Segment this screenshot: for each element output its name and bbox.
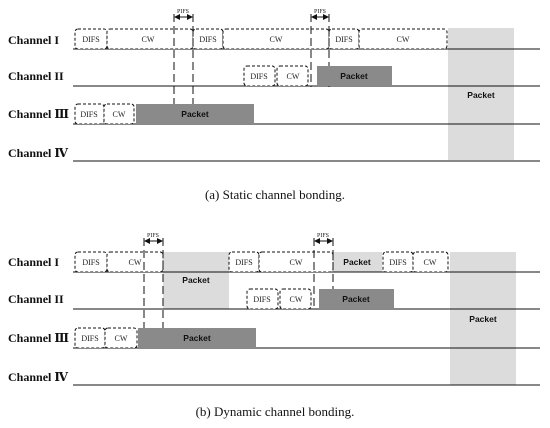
dynamic-ch1-difs-label-2: DIFS — [235, 258, 252, 267]
dynamic-ch3-packet — [138, 328, 256, 348]
static-ch3-difs-label: DIFS — [80, 110, 97, 119]
static-ch1-cw-label-1: CW — [142, 35, 155, 44]
dynamic-ch2-cw-box — [279, 288, 312, 310]
dynamic-ch2-packet — [319, 289, 394, 309]
static-ch1-cw-box-3 — [358, 28, 448, 50]
dynamic-ch3-cw-label: CW — [115, 334, 128, 343]
static-ch1-difs-label-3: DIFS — [335, 35, 352, 44]
static-channel-2-label: Channel II — [8, 69, 64, 83]
static-ch1-cw-label-2: CW — [270, 35, 283, 44]
static-channel-3-label: Channel Ⅲ — [8, 107, 69, 121]
dynamic-ch1-difs-label-1: DIFS — [82, 258, 99, 267]
static-caption: (a) Static channel bonding. — [205, 187, 345, 202]
static-ch2-packet-label: Packet — [340, 71, 368, 81]
static-ch3-packet-label: Packet — [181, 109, 209, 119]
dynamic-ch1-difs-label-3: DIFS — [389, 258, 406, 267]
dynamic-two-channel-packet — [163, 252, 229, 309]
dynamic-channel-3-label: Channel Ⅲ — [8, 331, 69, 345]
static-channel-1-label: Channel I — [8, 33, 59, 47]
dynamic-two-channel-packet-label: Packet — [182, 275, 210, 285]
dynamic-channel-2-label: Channel II — [8, 292, 64, 306]
dynamic-ch1-cw-label-2: CW — [290, 258, 303, 267]
static-ch1-difs-label-1: DIFS — [82, 35, 99, 44]
dynamic-caption: (b) Dynamic channel bonding. — [196, 404, 355, 419]
dynamic-ch2-cw-label: CW — [290, 295, 303, 304]
static-ch1-cw-label-3: CW — [397, 35, 410, 44]
static-ch2-difs-label: DIFS — [250, 72, 267, 81]
static-ch2-packet — [317, 66, 392, 86]
dynamic-ch2-packet-label: Packet — [342, 294, 370, 304]
dynamic-ch3-difs-label: DIFS — [81, 334, 98, 343]
dynamic-ch1-cw-box-3 — [412, 251, 449, 273]
static-wide-packet-label: Packet — [467, 90, 495, 100]
static-ch3-packet — [136, 104, 254, 124]
dynamic-ch3-packet-label: Packet — [183, 333, 211, 343]
static-ch3-cw-label: CW — [113, 110, 126, 119]
dynamic-ch1-cw-label-1: CW — [129, 258, 142, 267]
static-pifs-1-label: PIFS — [177, 9, 189, 15]
dynamic-ch1-cw-label-3: CW — [424, 258, 437, 267]
static-channel-4-label: Channel Ⅳ — [8, 146, 68, 160]
dynamic-channel-1-label: Channel I — [8, 255, 59, 269]
dynamic-pifs-1-label: PIFS — [147, 233, 159, 239]
dynamic-bonding-diagram: Channel I Channel II Channel Ⅲ Channel Ⅳ… — [8, 233, 540, 419]
static-bonding-diagram: Channel I Channel II Channel Ⅲ Channel Ⅳ… — [8, 9, 540, 202]
static-ch3-difs-box — [74, 103, 105, 125]
dynamic-channel-4-label: Channel Ⅳ — [8, 370, 68, 384]
dynamic-wide-packet-label: Packet — [469, 314, 497, 324]
dynamic-ch1-packet — [333, 252, 382, 272]
dynamic-ch1-packet-label: Packet — [343, 257, 371, 267]
static-wide-packet — [448, 28, 514, 160]
dynamic-ch2-difs-box — [246, 288, 279, 310]
static-ch1-difs-label-2: DIFS — [199, 35, 216, 44]
dynamic-wide-packet — [450, 252, 516, 385]
dynamic-ch3-cw-box — [104, 327, 138, 349]
static-pifs-2-label: PIFS — [314, 9, 326, 15]
dynamic-ch2-difs-label: DIFS — [253, 295, 270, 304]
static-ch2-cw-label: CW — [287, 72, 300, 81]
dynamic-pifs-2-label: PIFS — [317, 233, 329, 239]
static-ch3-cw-box — [103, 103, 135, 125]
static-ch2-difs-box — [243, 65, 276, 87]
static-ch2-cw-box — [276, 65, 309, 87]
